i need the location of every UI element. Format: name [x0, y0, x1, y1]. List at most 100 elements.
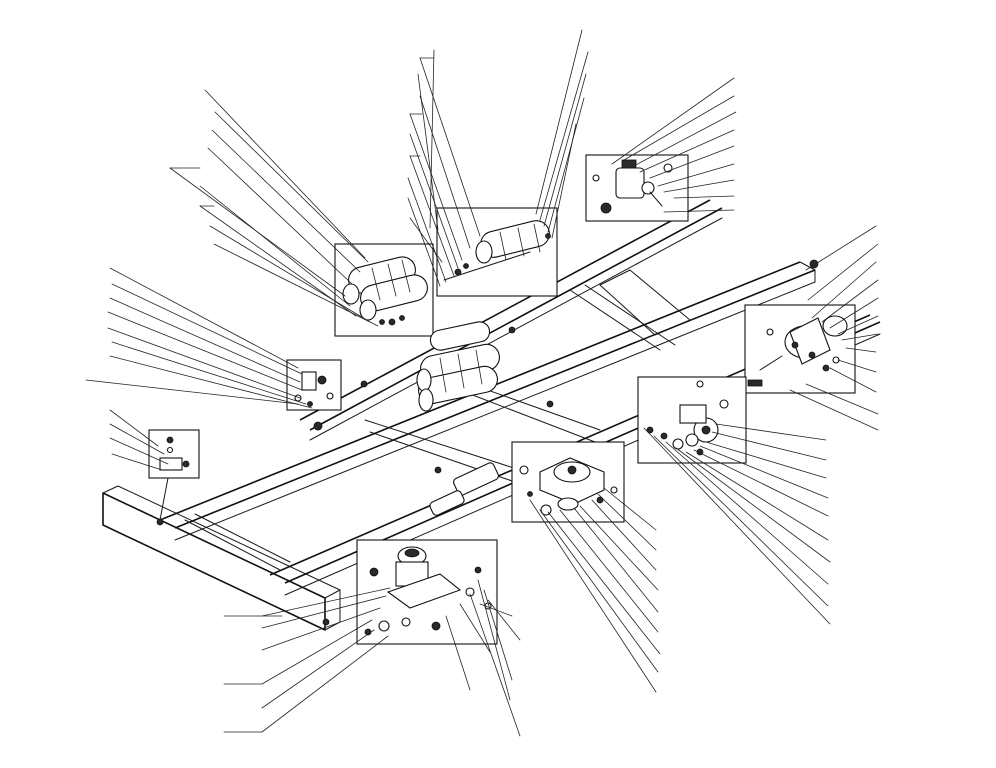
leader-line: [711, 431, 827, 461]
air-tank-frame: [416, 321, 500, 412]
rail-fitting-4: [546, 400, 554, 408]
leader-line: [261, 587, 391, 617]
leader-line: [199, 185, 351, 307]
leader-line: [107, 311, 303, 391]
valve-far-left: [156, 436, 190, 526]
leader-line: [559, 509, 659, 633]
leader-line: [693, 449, 829, 517]
crossmember-1: [364, 419, 521, 471]
leader-line: [261, 595, 387, 629]
leader-line: [643, 427, 831, 625]
leader-line: [109, 423, 165, 455]
chassis-frame: [102, 199, 881, 631]
leader-line: [109, 409, 159, 447]
leader-line: [409, 113, 463, 261]
leader-line: [409, 155, 455, 277]
leader-line: [111, 283, 303, 375]
leader-line: [477, 579, 511, 701]
leader-line: [623, 95, 735, 161]
leader-line: [204, 89, 366, 259]
leader-line: [407, 197, 441, 287]
leader-line: [665, 441, 829, 585]
leader-line: [417, 73, 439, 231]
crossmember-3: [569, 289, 661, 351]
leader-line: [543, 73, 587, 227]
leader-line: [479, 603, 513, 617]
leader-line: [409, 217, 443, 263]
leader-line: [837, 315, 879, 335]
leader-line: [789, 389, 879, 431]
leader-line: [829, 297, 879, 329]
rail-fitting-2: [360, 380, 368, 388]
leader-line: [111, 341, 307, 405]
leader-line: [603, 487, 657, 531]
leader-line: [547, 97, 585, 233]
leader-line: [214, 111, 369, 263]
leader-line: [699, 445, 829, 499]
leader-line: [539, 51, 589, 221]
leader-line: [407, 177, 447, 283]
leader-line: [107, 327, 301, 399]
air-tank-center: [443, 220, 551, 281]
leader-line: [837, 359, 877, 373]
leader-line: [213, 243, 379, 327]
leader-line: [805, 383, 879, 415]
leader-line: [419, 57, 481, 237]
leader-line: [845, 347, 877, 353]
leader-line: [663, 179, 735, 193]
leader-line: [675, 447, 831, 563]
frame-cylinder: [429, 462, 499, 516]
leader-line: [209, 225, 371, 323]
rail-fitting-1: [313, 421, 323, 431]
leader-line: [597, 493, 657, 551]
leader-line: [483, 589, 513, 681]
control-valve: [519, 457, 618, 516]
leader-line: [109, 267, 299, 369]
master-valve: [364, 546, 492, 636]
leader-line: [207, 147, 353, 285]
valve-box-far-left: [148, 429, 200, 479]
leader-line: [685, 451, 829, 541]
leader-line: [639, 129, 735, 173]
leader-line: [663, 209, 735, 213]
leader-line: [535, 29, 583, 215]
leader-line: [459, 603, 491, 653]
air-tank-pair-left: [342, 256, 428, 326]
leader-line: [109, 355, 313, 409]
leader-line: [807, 243, 879, 301]
leader-line: [487, 599, 521, 641]
leader-line: [657, 163, 735, 187]
leader-line: [261, 607, 381, 651]
leader-line: [429, 49, 435, 229]
leader-line: [419, 95, 471, 249]
leader-line: [649, 145, 735, 179]
leader-line: [841, 333, 879, 341]
leader-line: [109, 437, 169, 465]
rail-fitting-3: [508, 326, 516, 334]
leader-line: [705, 441, 827, 479]
rail-fitting-6: [322, 618, 330, 626]
brake-chamber-right: [747, 315, 848, 387]
leader-line: [821, 279, 879, 323]
leader-line: [591, 499, 657, 571]
leader-line: [579, 505, 659, 591]
valve-mid-right: [646, 380, 729, 456]
leader-line: [469, 593, 521, 737]
leader-line: [261, 629, 375, 709]
leader-line: [829, 367, 877, 393]
leader-line: [261, 619, 373, 685]
leader-line: [261, 635, 389, 733]
leader-line: [805, 225, 877, 271]
leader-line: [85, 379, 299, 405]
leader-line: [573, 507, 659, 613]
leader-line: [715, 423, 827, 441]
leader-line: [629, 111, 737, 169]
valves: [156, 159, 848, 636]
leader-line: [111, 453, 163, 471]
leader-line: [611, 77, 735, 165]
leader-line: [109, 297, 301, 383]
leader-line: [811, 261, 877, 319]
upper-rail: [299, 199, 711, 421]
leader-line: [211, 129, 361, 273]
